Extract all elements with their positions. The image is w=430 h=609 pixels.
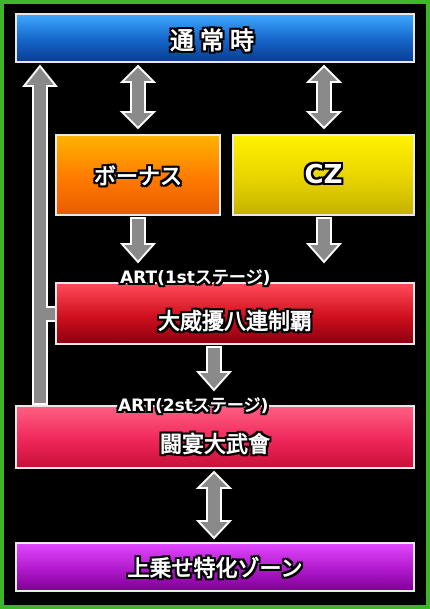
node-cz-label: CZ: [304, 160, 343, 190]
node-cz: CZ: [232, 134, 415, 216]
arrow-cz-art1: [305, 217, 343, 264]
node-upper-label: 上乗せ特化ゾーン: [127, 557, 303, 582]
node-normal-label: 通常時: [170, 26, 260, 55]
node-normal: 通常時: [15, 13, 415, 63]
arrow-normal-bonus: [119, 64, 157, 130]
arrow-art1-art2: [195, 346, 233, 392]
node-art1-label: 大威擾八連制覇: [157, 309, 312, 335]
arrow-bonus-art1: [119, 217, 157, 264]
arrow-return-normal: [21, 64, 59, 405]
art2-stage-label: ART(2stステージ): [118, 396, 269, 416]
node-art2: 闘宴大武會: [15, 405, 415, 469]
art1-stage-label: ART(1stステージ): [120, 268, 271, 288]
node-upper: 上乗せ特化ゾーン: [15, 542, 415, 592]
node-art1: 大威擾八連制覇: [55, 282, 415, 345]
arrow-normal-cz: [305, 64, 343, 130]
node-bonus: ボーナス: [55, 134, 221, 216]
node-art2-label: 闘宴大武會: [159, 433, 270, 458]
arrow-art2-upper: [195, 470, 233, 540]
node-bonus-label: ボーナス: [93, 165, 182, 190]
